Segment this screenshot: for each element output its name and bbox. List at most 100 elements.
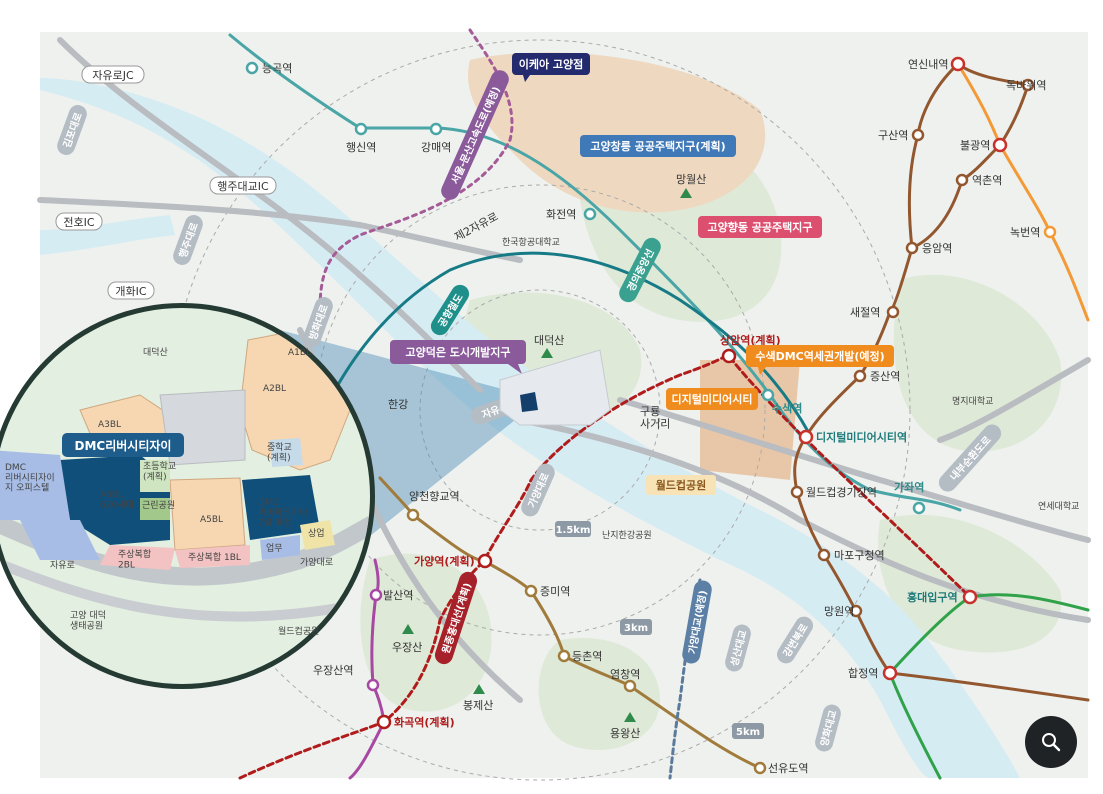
- ic-jeonho: 전호IC: [63, 216, 94, 229]
- ring-label-1-5km: 1.5km: [556, 525, 591, 536]
- ic-gaehwa: 개화IC: [115, 285, 146, 298]
- line6-ext: [888, 671, 1090, 702]
- line6-loop: [793, 62, 960, 675]
- station-yeokchon: 역촌역: [972, 174, 1002, 187]
- inset-block-a1: A1BL: [288, 348, 311, 358]
- mountain-icon: [541, 348, 553, 358]
- station-yangcheonhyanggyo: 양천향교역: [409, 489, 460, 503]
- callouts: 이케아 고양점 고양창릉 공공주택지구(계획) 고양향동 공공주택지구 고양덕은…: [390, 53, 894, 495]
- place-yongwangsan: 용왕산: [610, 727, 640, 740]
- ic-labels: 자유로JC 행주대교IC 전호IC 개화IC: [55, 65, 277, 300]
- inset-middle-school: 중학교(계획): [267, 442, 292, 463]
- station-hwagok: 화곡역(계획): [394, 715, 455, 729]
- callout-deogeun: 고양덕은 도시개발지구: [405, 345, 510, 359]
- inset-block-a2: A2BL: [263, 384, 286, 394]
- place-bongjesan: 봉제산: [463, 699, 493, 712]
- station-gusan: 구산역: [878, 129, 908, 142]
- callout-digital-media-city: 디지털미디어시티: [672, 392, 753, 406]
- station-dmc: 디지털미디어시티역: [816, 430, 907, 444]
- station-worldcup-stadium: 월드컵경기장역: [806, 486, 877, 499]
- station-mapo-gu: 마포구청역: [834, 549, 885, 562]
- station-seonyudo: 선유도역: [768, 762, 808, 775]
- ring-labels: 1.5km 3km 5km: [555, 521, 764, 739]
- place-ujangsan: 우장산: [392, 641, 422, 654]
- inset-office: 업무: [266, 543, 283, 554]
- station-hapjeong: 합정역: [848, 667, 878, 680]
- station-saejeol: 새절역: [850, 306, 880, 319]
- station-eungam: 응암역: [922, 242, 952, 255]
- station-nokbeon: 녹번역: [1010, 226, 1040, 239]
- station-susaek: 수색역: [772, 401, 802, 415]
- place-mangwolsan: 망월산: [676, 173, 706, 186]
- place-nanji: 난지한강공원: [602, 530, 652, 541]
- inset-jayuro: 자유로: [50, 560, 75, 571]
- station-bulgwang: 불광역: [960, 139, 990, 152]
- inset-worldcup-park: 월드컵공원: [278, 625, 319, 637]
- station-haengsin: 행신역: [346, 141, 376, 154]
- ic-haengju: 행주대교IC: [217, 180, 269, 193]
- river-branch: [40, 215, 175, 255]
- station-mangwon: 망원역: [824, 605, 854, 618]
- station-yeomchang: 염창역: [610, 668, 640, 681]
- roads: [37, 37, 1091, 703]
- inset-block-a3: A3BL: [98, 420, 121, 430]
- station-neunggok: 능곡역: [262, 62, 292, 75]
- gyeongui-line: [228, 33, 962, 512]
- station-gajwa: 가좌역: [894, 480, 924, 494]
- station-jeungsan: 증산역: [870, 370, 900, 383]
- mountain-icon: [402, 624, 414, 634]
- station-yeonsinnae: 연신내역: [908, 58, 948, 71]
- station-ujangsan: 우장산역: [313, 664, 353, 677]
- mountain-icon: [680, 188, 692, 198]
- inset-title-box: [62, 433, 184, 457]
- mountain-icon: [473, 684, 485, 694]
- station-hwajeon: 화전역: [546, 208, 576, 221]
- inset-block-a5: A5BL: [200, 515, 223, 525]
- seoul-munsan-highway-planned: [318, 28, 514, 312]
- place-hangang: 한강: [388, 398, 408, 411]
- station-gayang: 가양역(계획): [414, 554, 475, 568]
- callout-hyangdong: 고양향동 공공주택지구: [707, 220, 812, 234]
- inset-park: 근린공원: [142, 500, 175, 511]
- station-gangmae: 강매역: [421, 141, 451, 154]
- inset-block-mixed1: 주상복합 1BL: [188, 552, 241, 563]
- inset-daedeoksan: 대덕산: [143, 347, 168, 358]
- callout-susaek: 수색DMC역세권개발(예정): [755, 349, 884, 363]
- ic-jayuro-jc: 자유로JC: [92, 69, 134, 82]
- line3: [956, 62, 1090, 322]
- search-button[interactable]: [1025, 716, 1077, 768]
- station-hongdae: 홍대입구역: [907, 590, 958, 604]
- line2-b: [888, 671, 942, 780]
- callout-ikea: 이케아 고양점: [519, 57, 584, 71]
- inset-school: 초등학교(계획): [143, 461, 176, 482]
- place-korea-aero-univ: 한국항공대학교: [502, 237, 560, 248]
- magnifier-icon: [1042, 733, 1061, 752]
- station-sangam: 상암역(계획): [720, 333, 781, 347]
- place-yonsei: 연세대학교: [1038, 501, 1079, 512]
- inset-gayang: 가양대로: [300, 557, 333, 568]
- station-jeungmi: 증미역: [540, 585, 570, 598]
- mountain-icon: [624, 712, 636, 722]
- ring-label-5km: 5km: [736, 727, 760, 738]
- han-river: [40, 78, 1020, 778]
- station-dokbawi: 독바위역: [1006, 79, 1046, 92]
- callout-changneung: 고양창릉 공공주택지구(계획): [590, 139, 725, 153]
- inset-title: DMC리버시티자이: [75, 438, 172, 453]
- station-markers: [245, 56, 1057, 775]
- station-balsan: 발산역: [383, 589, 413, 602]
- station-deungchon: 등촌역: [572, 650, 602, 663]
- deogeun-site: [499, 349, 611, 426]
- station-labels: 능곡역 행신역 강매역 화전역 상암역(계획) 수색역 디지털미디어시티역 가좌…: [262, 58, 1046, 775]
- inset-commercial: 상업: [308, 528, 325, 539]
- green-areas: [360, 118, 1062, 750]
- place-daedeoksan: 대덕산: [534, 334, 564, 347]
